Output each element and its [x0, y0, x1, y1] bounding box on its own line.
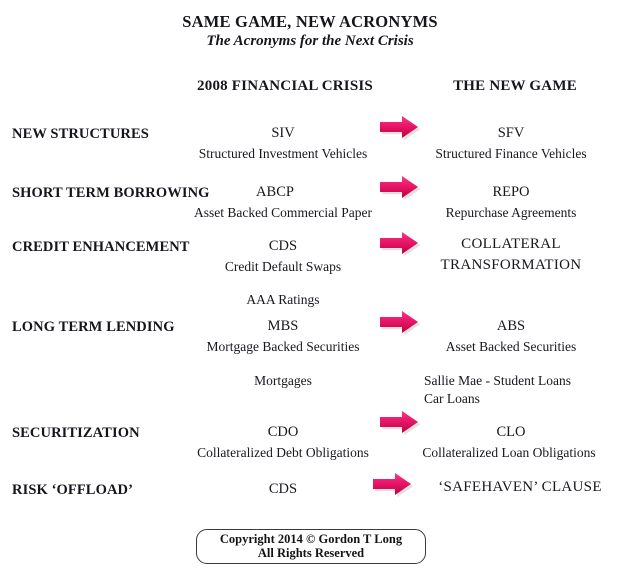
new-item-car-loans: Car Loans — [424, 391, 480, 406]
old-acronym-cds-2: CDS — [268, 481, 298, 497]
right-arrow-icon — [377, 174, 421, 200]
row-label-new-structures: NEW STRUCTURES — [12, 126, 149, 142]
row-label-short-term-borrowing: SHORT TERM BORROWING — [12, 185, 210, 201]
new-acronym-repo: REPO — [492, 184, 530, 200]
old-desc-mbs: Mortgage Backed Securities — [206, 339, 360, 354]
old-desc-cds: Credit Default Swaps — [224, 259, 342, 274]
new-desc-transformation: TRANSFORMATION — [440, 257, 582, 273]
right-arrow-icon — [377, 114, 421, 140]
new-acronym-collateral: COLLATERAL — [461, 236, 561, 252]
old-acronym-abcp: ABCP — [256, 184, 294, 200]
right-arrow-icon — [377, 409, 421, 435]
new-desc-repo: Repurchase Agreements — [445, 205, 577, 220]
new-desc-clo: Collateralized Loan Obligations — [422, 445, 596, 460]
page-subtitle: The Acronyms for the Next Crisis — [206, 33, 414, 49]
row-label-long-term-lending: LONG TERM LENDING — [12, 319, 175, 335]
right-arrow-icon — [370, 471, 414, 497]
old-desc-abcp: Asset Backed Commercial Paper — [193, 205, 373, 220]
new-desc-abs: Asset Backed Securities — [445, 339, 577, 354]
old-acronym-cdo: CDO — [267, 424, 299, 440]
copyright-line-1: Copyright 2014 © Gordon T Long — [219, 532, 403, 546]
old-acronym-cds: CDS — [268, 238, 298, 254]
right-arrow-icon — [377, 230, 421, 256]
old-acronym-siv: SIV — [271, 125, 295, 141]
old-acronym-mbs: MBS — [267, 318, 299, 334]
old-desc-siv: Structured Investment Vehicles — [198, 146, 368, 161]
new-desc-sfv: Structured Finance Vehicles — [435, 146, 587, 161]
copyright-line-2: All Rights Reserved — [257, 546, 365, 560]
new-acronym-abs: ABS — [496, 318, 526, 334]
row-label-risk-offload: RISK ‘OFFLOAD’ — [12, 482, 134, 498]
copyright-box: Copyright 2014 © Gordon T Long All Right… — [196, 529, 426, 564]
old-note-aaa-ratings: AAA Ratings — [246, 292, 320, 307]
new-acronym-clo: CLO — [496, 424, 526, 440]
row-label-securitization: SECURITIZATION — [12, 425, 140, 441]
old-item-mortgages: Mortgages — [254, 373, 312, 388]
column-header-old: 2008 FINANCIAL CRISIS — [197, 78, 373, 94]
right-arrow-icon — [377, 309, 421, 335]
new-item-sallie-mae: Sallie Mae - Student Loans — [424, 373, 571, 388]
old-desc-cdo: Collateralized Debt Obligations — [197, 445, 369, 460]
row-label-credit-enhancement: CREDIT ENHANCEMENT — [12, 239, 190, 255]
column-header-new: THE NEW GAME — [453, 78, 577, 94]
new-acronym-safehaven-clause: ‘SAFEHAVEN’ CLAUSE — [438, 479, 602, 495]
page-title: SAME GAME, NEW ACRONYMS — [182, 12, 438, 31]
new-acronym-sfv: SFV — [497, 125, 525, 141]
